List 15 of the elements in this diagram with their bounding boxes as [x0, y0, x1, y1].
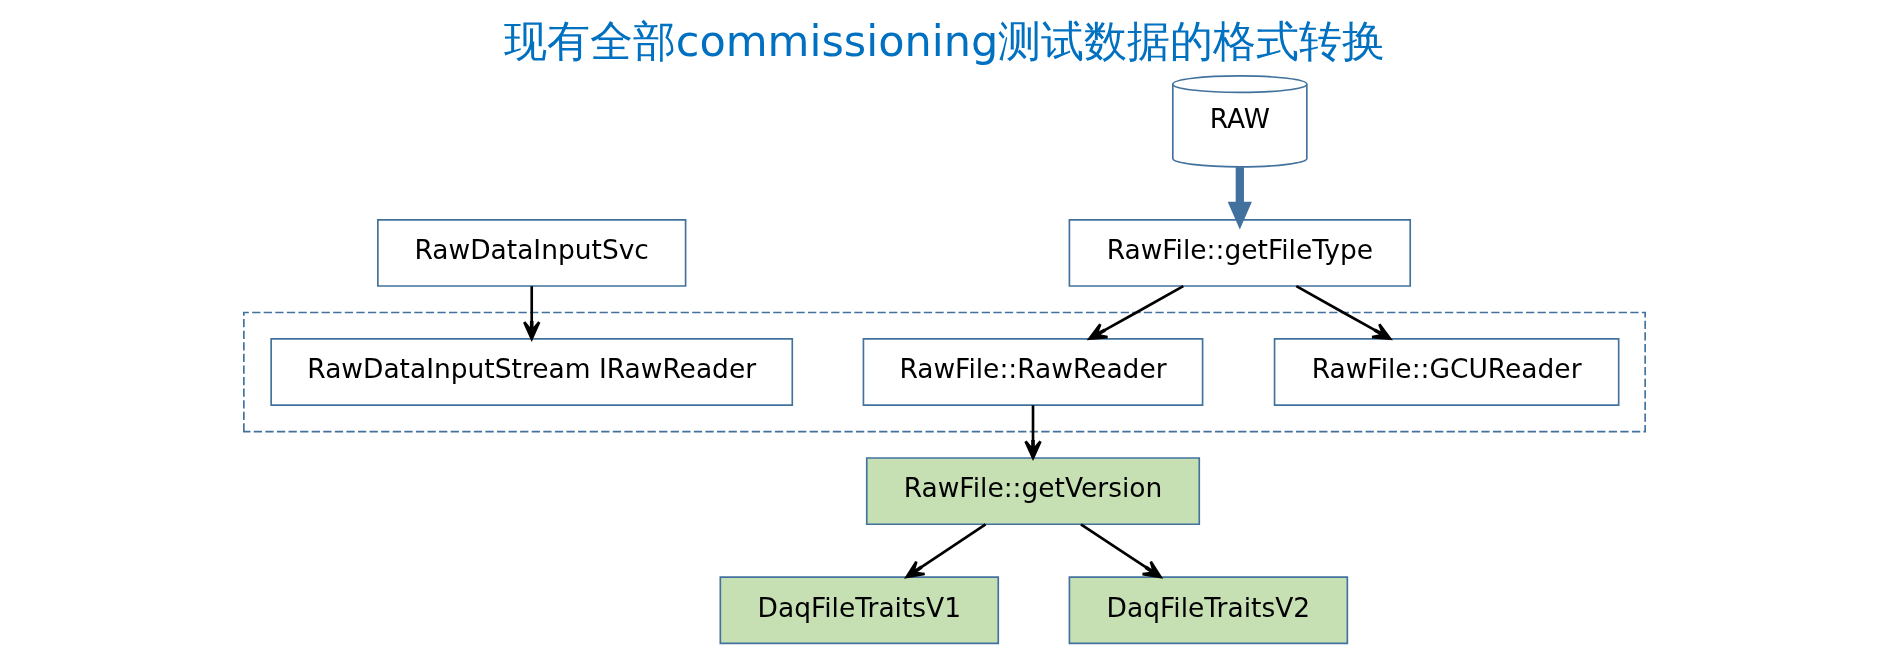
- node-box: RawFile::getVersion: [865, 457, 1200, 526]
- diagram-title: 现有全部commissioning测试数据的格式转换: [503, 15, 1385, 66]
- node-box: DaqFileTraitsV2: [1068, 576, 1348, 645]
- arrow: [522, 286, 540, 341]
- node-box: RawFile::GCUReader: [1273, 338, 1619, 406]
- arrow: [904, 523, 986, 579]
- arrow: [1227, 167, 1252, 230]
- node-box: RawDataInputSvc: [376, 219, 686, 287]
- node-box: DaqFileTraitsV1: [719, 576, 999, 645]
- cluster: [242, 311, 1646, 433]
- arrow: [1023, 405, 1042, 460]
- node-box: RawFile::RawReader: [862, 338, 1203, 406]
- arrow: [1079, 523, 1162, 579]
- node-box: RawFile::getFileType: [1068, 219, 1411, 287]
- node-box: RawDataInputStream IRawReader: [269, 338, 793, 406]
